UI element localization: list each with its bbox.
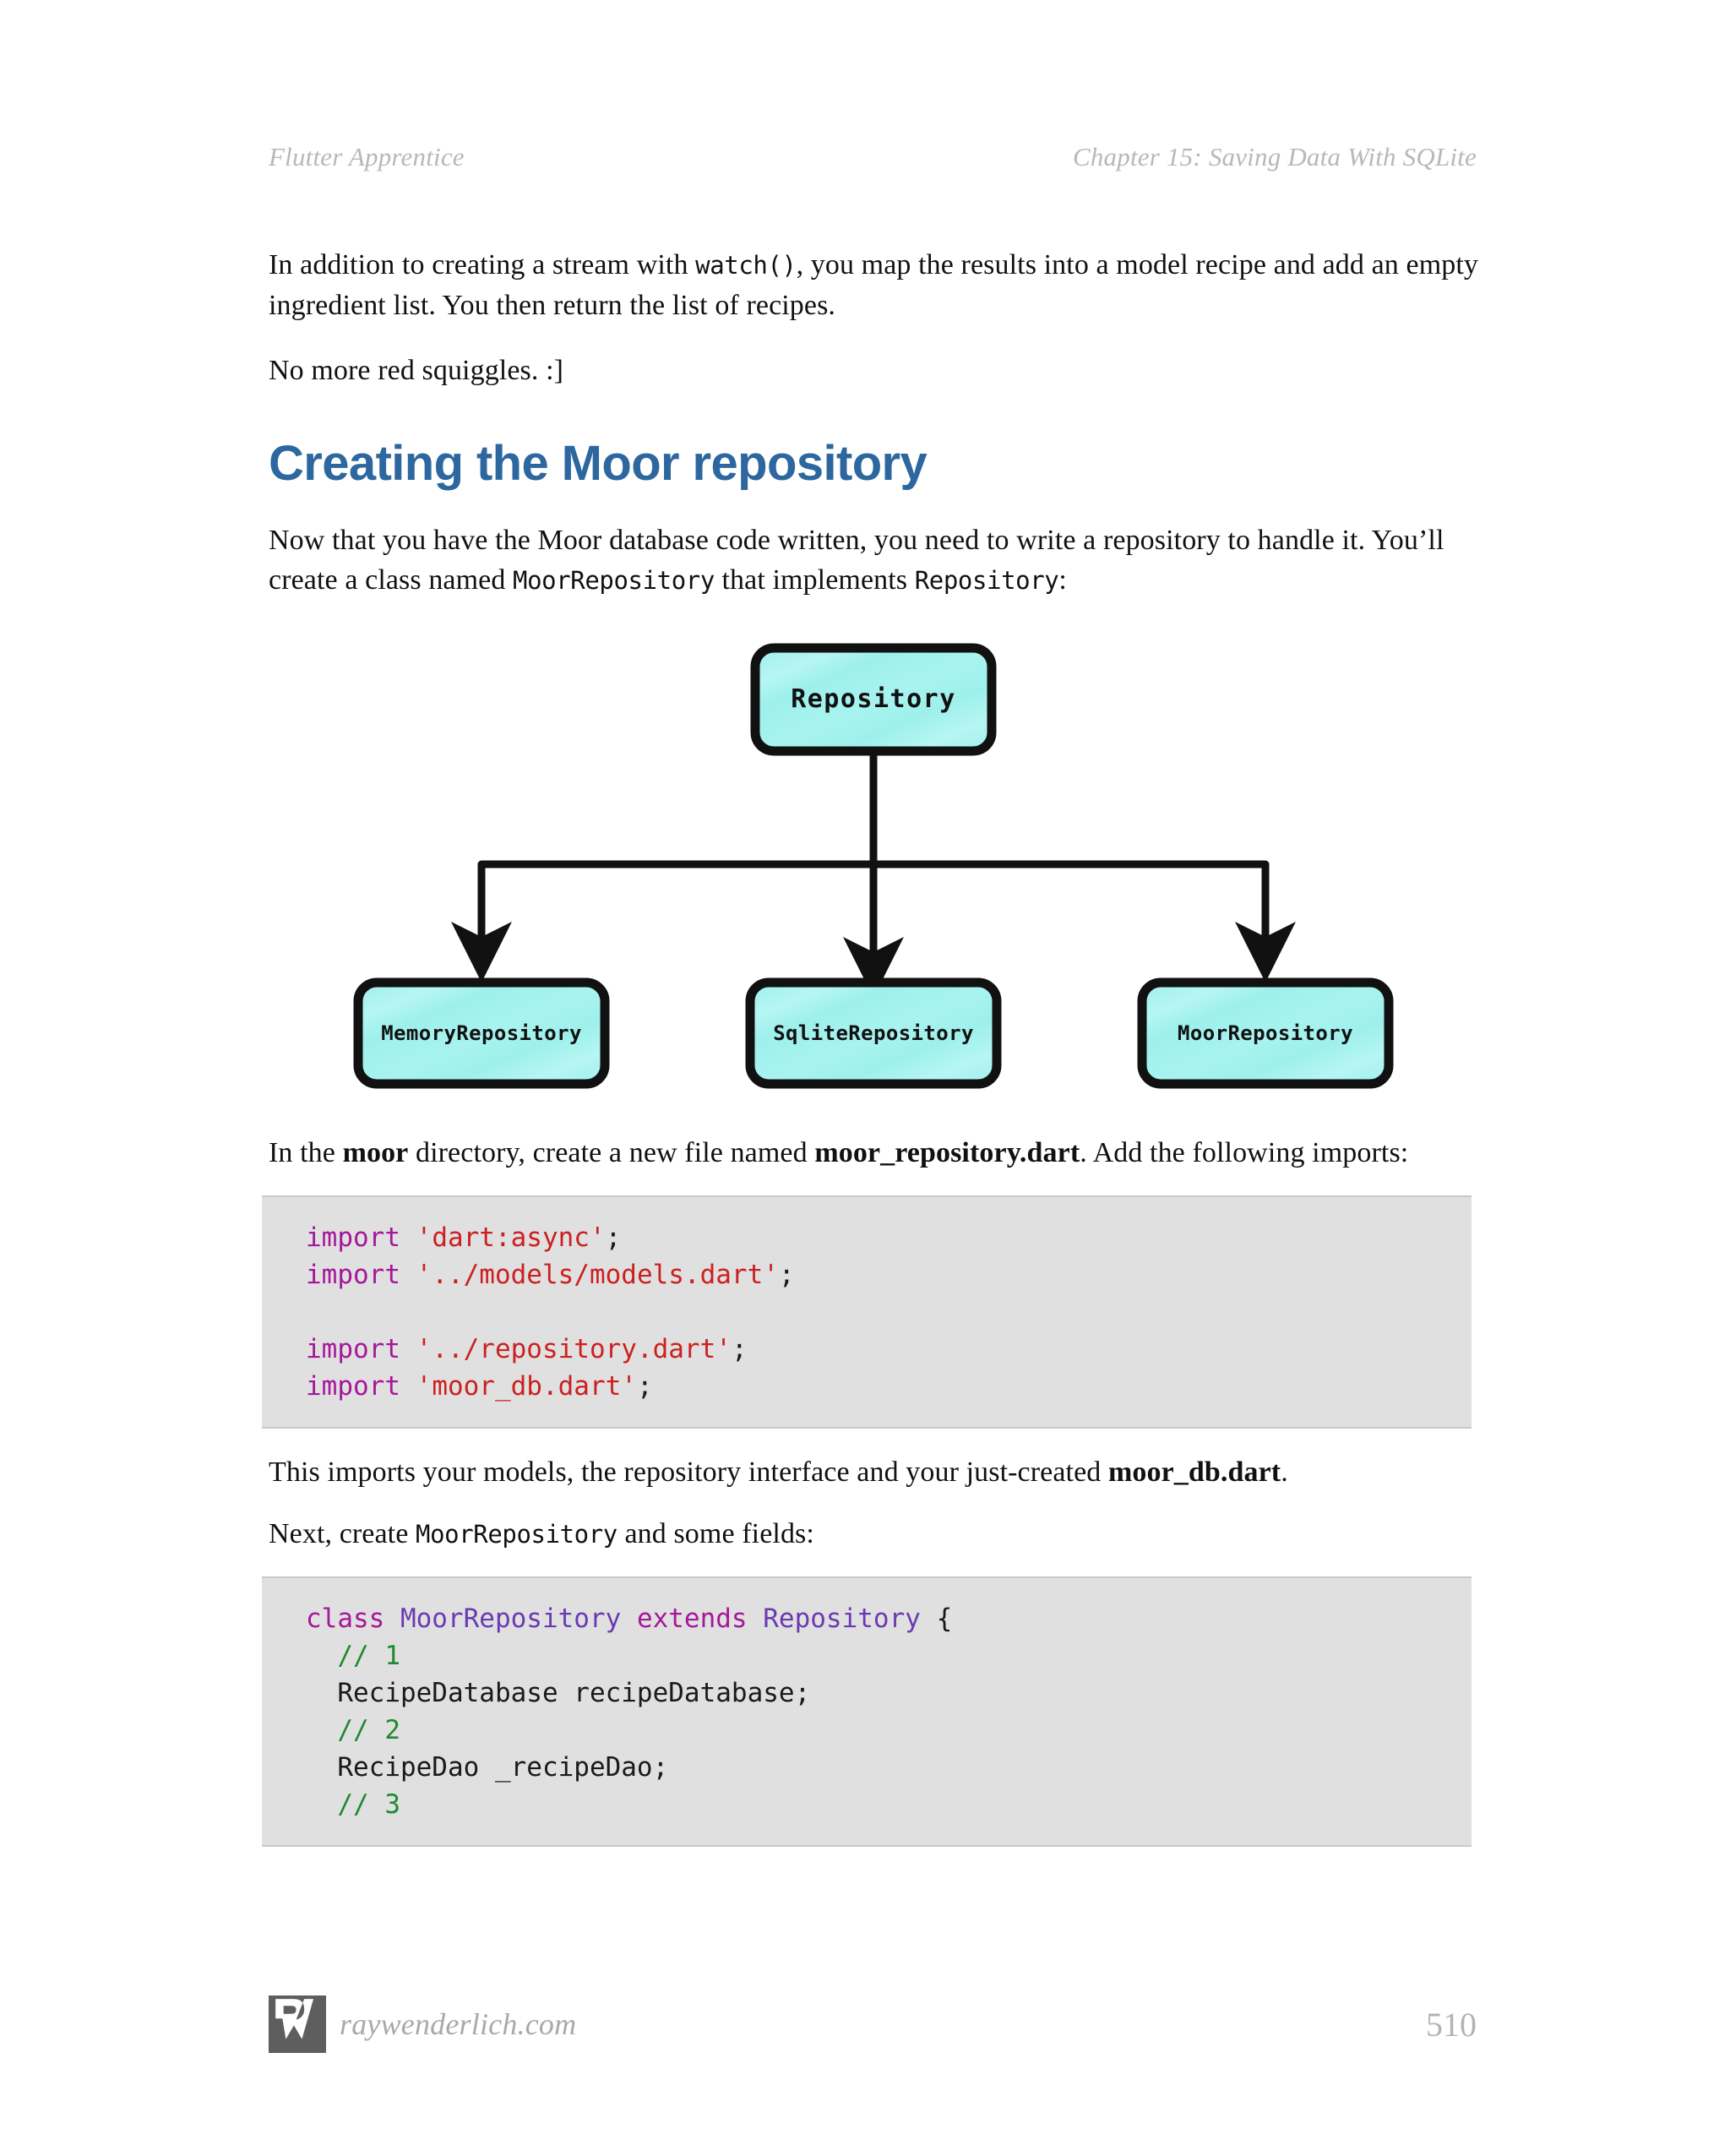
code-token: import [306, 1333, 416, 1364]
paragraph-no-squiggles: No more red squiggles. :] [269, 355, 564, 387]
paragraph-text-segment: . [1281, 1456, 1288, 1488]
paragraph-text-segment: : [1058, 564, 1067, 596]
raywenderlich-logo-icon [269, 1995, 326, 2053]
code-token: ; [778, 1259, 795, 1290]
code-token: 'dart:async' [416, 1222, 606, 1253]
code-token: // 1 [306, 1640, 400, 1671]
inline-code-repository: Repository [914, 566, 1059, 596]
code-token: // 2 [306, 1714, 400, 1745]
code-token: class [306, 1603, 400, 1634]
paragraph-next-create: Next, create MoorRepository and some fie… [269, 1514, 1478, 1554]
code-token: MoorRepository [400, 1603, 622, 1634]
paragraph-text-segment: Next, create [269, 1518, 416, 1550]
paragraph-text-segment: In addition to creating a stream with [269, 249, 696, 280]
inline-code-moorrepository-2: MoorRepository [416, 1520, 617, 1549]
code-token: extends [621, 1603, 764, 1634]
bold-moor-repository-file: moor_repository.dart [814, 1136, 1080, 1168]
diagram-box-moorrepository: MoorRepository [1137, 977, 1394, 1089]
footer-page-number: 510 [1426, 2005, 1477, 2044]
diagram-box-label: MemoryRepository [381, 1021, 582, 1045]
bold-moor-directory: moor [342, 1136, 409, 1168]
paragraph-text-segment: , you map the results into a model recip… [269, 249, 1478, 321]
running-head-chapter-title: Chapter 15: Saving Data With SQLite [1072, 142, 1477, 172]
code-token: 'moor_db.dart' [416, 1370, 637, 1402]
paragraph-text-segment: In the [269, 1136, 343, 1168]
paragraph-text-segment: that implements [714, 564, 915, 596]
diagram-box-memoryrepository: MemoryRepository [353, 977, 610, 1089]
section-heading-creating-moor-repository: Creating the Moor repository [269, 435, 928, 491]
code-token: // 3 [306, 1788, 400, 1820]
code-token: '../repository.dart' [416, 1333, 732, 1364]
inline-code-watch: watch() [695, 251, 797, 280]
diagram-connectors [451, 750, 1296, 998]
footer-brand-group: raywenderlich.com [269, 1995, 576, 2053]
page-content: In addition to creating a stream with wa… [262, 245, 1478, 1870]
code-token: RecipeDao _recipeDao; [306, 1751, 669, 1783]
diagram-box-label: Repository [791, 684, 956, 714]
code-token: import [306, 1259, 416, 1290]
paragraph-stream-intro: In addition to creating a stream with wa… [269, 245, 1478, 325]
code-token: ; [605, 1222, 622, 1253]
paragraph-imports-explanation: This imports your models, the repository… [269, 1452, 1478, 1493]
code-token: '../models/models.dart' [416, 1259, 779, 1290]
diagram-box-sqliterepository: SqliteRepository [745, 977, 1002, 1089]
code-token: ; [731, 1333, 748, 1364]
repository-hierarchy-diagram: Repository MemoryRepository SqliteReposi… [269, 638, 1478, 1094]
code-token: ; [636, 1370, 653, 1402]
paragraph-text-segment: and some fields: [617, 1518, 814, 1550]
paragraph-text-segment: . Add the following imports: [1080, 1136, 1409, 1168]
diagram-box-label: SqliteRepository [773, 1021, 974, 1045]
diagram-box-label: MoorRepository [1178, 1021, 1353, 1045]
page-footer: raywenderlich.com 510 [269, 1995, 1477, 2053]
code-block-class-declaration: class MoorRepository extends Repository … [262, 1576, 1472, 1847]
footer-brand-text: raywenderlich.com [340, 2007, 577, 2041]
inline-code-moorrepository: MoorRepository [513, 566, 715, 596]
diagram-box-repository: Repository [750, 643, 997, 756]
paragraph-repository-intro: Now that you have the Moor database code… [269, 520, 1478, 601]
code-token: import [306, 1222, 416, 1253]
code-block-imports: import 'dart:async'; import '../models/m… [262, 1195, 1472, 1429]
paragraph-text-segment: directory, create a new file named [408, 1136, 815, 1168]
code-token: Repository [763, 1603, 921, 1634]
code-token: import [306, 1370, 416, 1402]
running-head-book-title: Flutter Apprentice [269, 142, 465, 172]
paragraph-create-file: In the moor directory, create a new file… [269, 1133, 1478, 1173]
paragraph-text-segment: Now that you have the Moor database code… [269, 524, 1444, 596]
bold-moor-db-file: moor_db.dart [1107, 1456, 1281, 1488]
code-token: RecipeDatabase recipeDatabase; [306, 1677, 811, 1708]
running-head: Flutter Apprentice Chapter 15: Saving Da… [269, 142, 1477, 172]
diagram-canvas: Repository MemoryRepository SqliteReposi… [353, 643, 1394, 1089]
code-token: { [920, 1603, 953, 1634]
paragraph-text-segment: This imports your models, the repository… [269, 1456, 1108, 1488]
